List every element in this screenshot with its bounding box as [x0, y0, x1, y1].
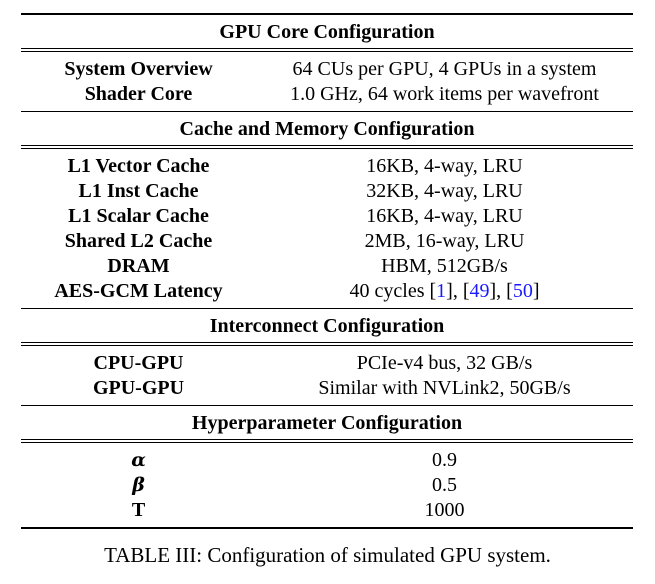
row-key: AES-GCM Latency — [54, 280, 223, 302]
row-value: 32KB, 4-way, LRU — [366, 180, 523, 202]
table-row: β 0.5 — [21, 473, 633, 498]
rule — [21, 145, 633, 146]
citation-link[interactable]: 50 — [512, 280, 533, 302]
row-value: HBM, 512GB/s — [381, 255, 508, 277]
row-key: Shared L2 Cache — [64, 230, 213, 252]
config-table: GPU Core Configuration System Overview 6… — [21, 13, 633, 529]
rule — [21, 405, 633, 406]
table-row: CPU-GPU PCIe-v4 bus, 32 GB/s — [21, 351, 633, 376]
row-key: GPU-GPU — [92, 377, 185, 399]
value-text: 40 cycles [ — [349, 280, 437, 302]
row-key-beta: β — [132, 474, 145, 496]
table-row: L1 Vector Cache 16KB, 4-way, LRU — [21, 154, 633, 179]
citation-link[interactable]: 1 — [436, 280, 447, 302]
citation-link[interactable]: 49 — [469, 280, 490, 302]
table-row: L1 Scalar Cache 16KB, 4-way, LRU — [21, 204, 633, 229]
row-key: CPU-GPU — [93, 352, 184, 374]
rule — [21, 342, 633, 343]
table-row: α 0.9 — [21, 448, 633, 473]
rule — [21, 308, 633, 309]
rule — [21, 439, 633, 440]
table-row: AES-GCM Latency 40 cycles [1], [49], [50… — [21, 279, 633, 304]
row-value-with-citations: 40 cycles [1], [49], [50] — [256, 279, 633, 304]
section-body-hyperparameter: α 0.9 β 0.5 T 1000 — [21, 443, 633, 527]
table-row: Shared L2 Cache 2MB, 16-way, LRU — [21, 229, 633, 254]
value-text: ], [ — [489, 280, 513, 302]
top-rule — [21, 13, 633, 15]
value-text: ], [ — [446, 280, 470, 302]
section-title-gpu-core: GPU Core Configuration — [219, 21, 435, 43]
rule — [21, 148, 633, 149]
row-key: T — [131, 499, 146, 521]
section-title-interconnect: Interconnect Configuration — [209, 315, 445, 337]
table-caption: TABLE III: Configuration of simulated GP… — [104, 543, 551, 567]
row-key: System Overview — [64, 58, 213, 80]
row-key: Shader Core — [84, 83, 193, 105]
row-value: 2MB, 16-way, LRU — [364, 230, 525, 252]
row-key: L1 Vector Cache — [67, 155, 210, 177]
row-key: L1 Scalar Cache — [68, 205, 209, 227]
row-value: 16KB, 4-way, LRU — [366, 205, 523, 227]
section-body-interconnect: CPU-GPU PCIe-v4 bus, 32 GB/s GPU-GPU Sim… — [21, 346, 633, 405]
row-value: 64 CUs per GPU, 4 GPUs in a system — [292, 58, 597, 80]
row-value: 16KB, 4-way, LRU — [366, 155, 523, 177]
rule — [21, 111, 633, 112]
row-value: 1.0 GHz, 64 work items per wavefront — [290, 83, 599, 105]
row-value: 0.5 — [432, 474, 457, 496]
row-key: DRAM — [107, 255, 170, 277]
section-body-cache-memory: L1 Vector Cache 16KB, 4-way, LRU L1 Inst… — [21, 149, 633, 308]
table-row: GPU-GPU Similar with NVLink2, 50GB/s — [21, 376, 633, 401]
value-text: ] — [532, 280, 540, 302]
section-title-hyperparameter: Hyperparameter Configuration — [191, 412, 463, 434]
table-row: L1 Inst Cache 32KB, 4-way, LRU — [21, 179, 633, 204]
section-body-gpu-core: System Overview 64 CUs per GPU, 4 GPUs i… — [21, 52, 633, 111]
rule — [21, 48, 633, 49]
row-value: Similar with NVLink2, 50GB/s — [318, 377, 571, 399]
table-row: Shader Core 1.0 GHz, 64 work items per w… — [21, 82, 633, 107]
row-value: 0.9 — [432, 449, 457, 471]
row-value: PCIe-v4 bus, 32 GB/s — [356, 352, 533, 374]
table-row: DRAM HBM, 512GB/s — [21, 254, 633, 279]
rule — [21, 442, 633, 443]
table-row: T 1000 — [21, 498, 633, 523]
row-key-alpha: α — [131, 449, 146, 471]
row-value: 1000 — [424, 499, 465, 521]
table-row: System Overview 64 CUs per GPU, 4 GPUs i… — [21, 57, 633, 82]
rule — [21, 345, 633, 346]
rule — [21, 51, 633, 52]
section-title-cache-memory: Cache and Memory Configuration — [179, 118, 475, 140]
bottom-rule — [21, 527, 633, 529]
row-key: L1 Inst Cache — [78, 180, 199, 202]
